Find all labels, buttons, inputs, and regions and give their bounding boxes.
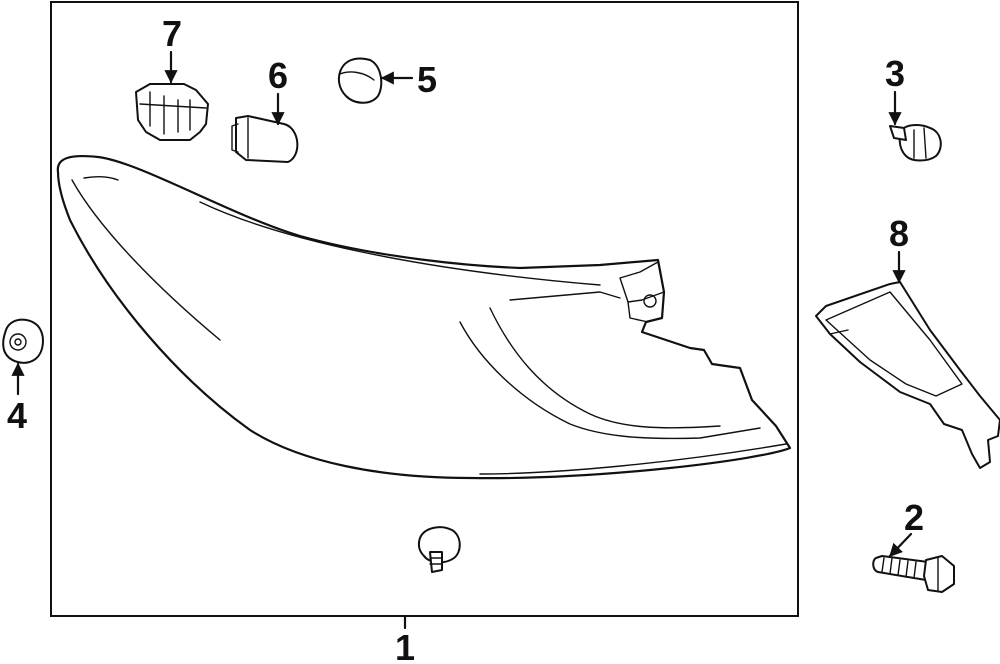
center-fastener-part bbox=[417, 526, 461, 573]
callout-8: 8 bbox=[889, 213, 909, 254]
callout-7: 7 bbox=[162, 13, 182, 54]
callout-4: 4 bbox=[7, 395, 27, 436]
bulb-part bbox=[231, 115, 299, 163]
callout-2: 2 bbox=[904, 497, 924, 538]
assembly-frame bbox=[50, 1, 799, 617]
socket-part bbox=[135, 83, 209, 141]
callout-5: 5 bbox=[417, 59, 437, 100]
push-clip-part bbox=[889, 124, 942, 162]
callout-3: 3 bbox=[885, 53, 905, 94]
leader-line-2 bbox=[888, 532, 913, 558]
callout-1: 1 bbox=[395, 627, 415, 664]
callout-6: 6 bbox=[268, 55, 288, 96]
bracket-part bbox=[815, 281, 1000, 469]
bolt-part bbox=[872, 555, 955, 593]
tail-lamp-assembly bbox=[56, 155, 792, 480]
grommet-nut-part bbox=[2, 318, 44, 364]
small-bulb-part bbox=[337, 57, 383, 104]
